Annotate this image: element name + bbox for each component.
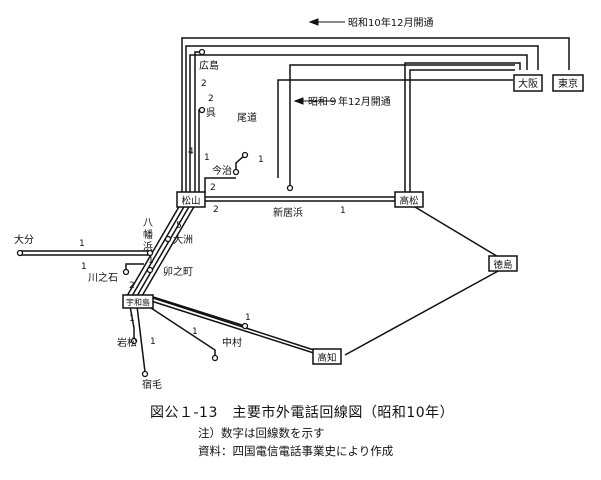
count-unomachi-uwajima: 2 <box>129 281 135 291</box>
count-yawatahama-ozu: 5 <box>176 221 182 231</box>
line-uwajima-sukumo <box>136 305 146 373</box>
station-labels: 大阪 東京 松山 高松 徳島 宇和島 高知 広島 呉 尾道 今治 新居浜 八 幡… <box>14 59 578 391</box>
line-matsuyama-uwajima-3 <box>136 204 191 297</box>
line-matsuyama-kure <box>198 109 202 193</box>
count-uwajima-kochi: 1 <box>245 313 251 323</box>
count-hiroshima: 2 <box>201 79 207 89</box>
label-onomichi: 尾道 <box>237 111 257 124</box>
label-kawanoishi: 川之石 <box>88 271 118 284</box>
count-kawanoishi: 1 <box>81 262 87 272</box>
node-sukumo <box>141 370 149 378</box>
label-kure: 呉 <box>206 107 216 119</box>
line-matsuyama-osaka-2 <box>189 54 528 193</box>
line-imabari-osaka <box>277 79 513 178</box>
line-niihama-osaka <box>289 64 515 186</box>
label-oita: 大分 <box>14 233 34 246</box>
box-kochi <box>312 348 342 365</box>
annotation-pointers <box>293 18 345 105</box>
label-unomachi: 卯之町 <box>163 265 193 278</box>
line-imabari-onomichi <box>235 154 246 170</box>
label-yawatahama-1: 八 <box>143 218 153 229</box>
label-tokyo: 東京 <box>558 77 578 90</box>
line-uwajima-nakamura <box>144 303 216 356</box>
line-tokushima-kochi <box>344 269 501 356</box>
label-iwamatsu: 岩松 <box>117 336 137 349</box>
line-matsuyama-osaka-1 <box>185 45 539 193</box>
figure-note: 注）数字は回線数を示す <box>198 426 325 440</box>
line-network <box>20 37 570 373</box>
node-imabari <box>232 168 240 176</box>
node-unomachi <box>146 266 154 274</box>
label-tokushima: 徳島 <box>493 259 512 271</box>
node-nakamura <box>211 354 219 362</box>
node-yawatahama <box>146 249 154 257</box>
node-kure <box>198 106 206 114</box>
count-matsuyama-takamatsu: 2 <box>213 205 219 215</box>
label-yawatahama-2: 幡 <box>143 228 153 241</box>
label-ozu: 大洲 <box>173 233 193 246</box>
box-uwajima <box>122 294 154 309</box>
count-kure-short: 1 <box>204 153 210 163</box>
line-matsuyama-imabari <box>204 177 236 193</box>
box-tokyo <box>552 74 584 92</box>
count-ozu-unomachi: 1 <box>148 256 154 266</box>
count-kure: 2 <box>208 94 214 104</box>
opening-annotations: 昭和10年12月開通 昭和９年12月開通 <box>308 16 433 108</box>
line-matsuyama-tokyo <box>181 37 570 193</box>
telephone-line-diagram: 大阪 東京 松山 高松 徳島 宇和島 高知 広島 呉 尾道 今治 新居浜 八 幡… <box>14 16 584 391</box>
label-uwajima: 宇和島 <box>126 297 150 307</box>
node-iwamatsu <box>130 337 138 345</box>
label-matsuyama: 松山 <box>181 195 200 207</box>
box-osaka <box>513 74 543 92</box>
figure-caption: 図公１-13 主要市外電話回線図（昭和10年） <box>150 405 455 421</box>
box-matsuyama <box>176 191 206 208</box>
annotation-showa9: 昭和９年12月開通 <box>308 95 391 108</box>
line-count-labels: 2 2 4 1 1 2 2 1 5 1 1 1 2 1 1 1 1 <box>79 79 346 347</box>
count-trunk: 4 <box>188 147 194 157</box>
line-uwajima-kochi-1 <box>147 299 321 356</box>
node-oita <box>16 249 24 257</box>
count-matsuyama-imabari: 2 <box>210 183 216 193</box>
figure-source: 資料：四国電信電話事業史により作成 <box>198 444 394 458</box>
count-imabari-onomichi: 1 <box>258 155 264 165</box>
label-osaka: 大阪 <box>518 77 538 90</box>
label-sukumo: 宿毛 <box>142 378 162 391</box>
label-niihama: 新居浜 <box>273 206 303 219</box>
label-takamatsu: 高松 <box>399 195 419 207</box>
line-takamatsu-osaka-1 <box>404 62 521 193</box>
box-tokushima <box>488 255 518 272</box>
line-matsuyama-uwajima-4 <box>141 204 196 297</box>
node-kawanoishi <box>122 268 130 276</box>
node-markers <box>16 48 294 378</box>
label-imabari: 今治 <box>212 164 232 177</box>
annotation-showa10: 昭和10年12月開通 <box>348 16 433 29</box>
line-takamatsu-tokushima <box>414 206 501 259</box>
line-matsuyama-uwajima-2 <box>131 204 186 297</box>
count-uwajima-nakamura: 1 <box>192 327 198 337</box>
node-hiroshima <box>198 48 206 56</box>
node-uwajima-kochi-mid <box>241 322 249 330</box>
count-iwamatsu-sukumo: 1 <box>150 337 156 347</box>
line-uwajima-kochi-3 <box>149 295 246 327</box>
station-boxes <box>122 74 584 365</box>
node-niihama <box>286 184 294 192</box>
line-matsuyama-uwajima-1 <box>126 204 181 297</box>
node-ozu <box>164 235 172 243</box>
count-niihama-takamatsu: 1 <box>340 206 346 216</box>
line-uwajima-iwamatsu <box>129 305 135 339</box>
label-hiroshima: 広島 <box>199 59 219 72</box>
line-takamatsu-osaka-2 <box>409 69 515 193</box>
count-oita: 1 <box>79 239 85 249</box>
box-takamatsu <box>394 191 424 208</box>
count-uwajima-iwamatsu: 1 <box>129 314 135 324</box>
label-nakamura: 中村 <box>222 336 242 349</box>
label-kochi: 高知 <box>317 352 336 364</box>
line-uwajima-kochi-2 <box>149 296 321 353</box>
node-onomichi <box>241 151 249 159</box>
label-yawatahama-3: 浜 <box>143 241 153 253</box>
